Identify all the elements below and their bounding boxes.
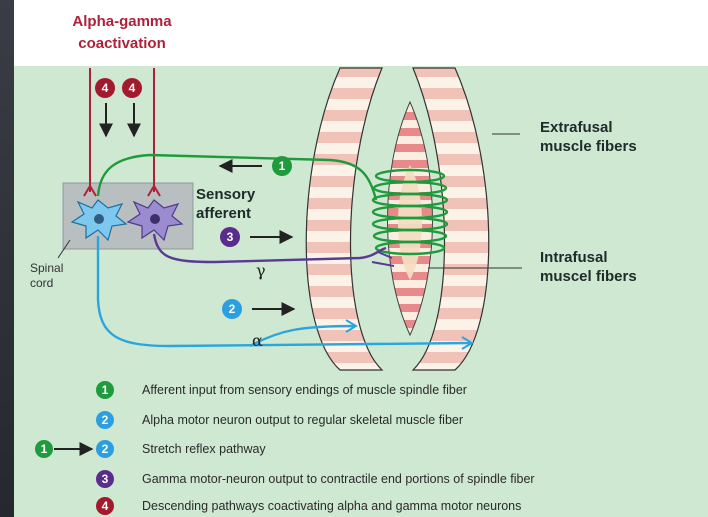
svg-text:1: 1 [102,383,109,397]
spinal-cord-label-1: Spinal [30,261,63,275]
legend-item-3: 1 2 Stretch reflex pathway [35,440,266,458]
title-line-2: coactivation [78,35,166,52]
svg-text:4: 4 [129,81,136,95]
legend-item-1: 1 Afferent input from sensory endings of… [96,381,467,399]
marker-3: 3 [220,227,240,247]
descending-arrows [106,103,134,136]
sensory-afferent-label-2: afferent [196,205,251,222]
legend-text-1: Afferent input from sensory endings of m… [142,383,467,397]
marker-4b: 4 [122,78,142,98]
svg-text:3: 3 [102,472,109,486]
legend-item-2: 2 Alpha motor neuron output to regular s… [96,411,463,429]
legend-item-4: 3 Gamma motor-neuron output to contracti… [96,470,535,488]
legend-text-5: Descending pathways coactivating alpha a… [142,499,521,513]
extrafusal-label-2: muscle fibers [540,138,637,155]
gamma-label: γ [256,261,266,280]
svg-text:3: 3 [227,230,234,244]
alpha-label: α [252,331,263,350]
svg-text:4: 4 [102,499,109,513]
svg-text:1: 1 [41,442,48,456]
marker-2: 2 [222,299,242,319]
title-line-1: Alpha-gamma [72,13,172,30]
svg-text:4: 4 [102,81,109,95]
legend: 1 Afferent input from sensory endings of… [35,381,535,515]
legend-text-4: Gamma motor-neuron output to contractile… [142,472,535,486]
svg-text:1: 1 [279,159,286,173]
legend-text-3: Stretch reflex pathway [142,442,266,456]
svg-text:2: 2 [102,442,109,456]
legend-text-2: Alpha motor neuron output to regular ske… [142,413,463,427]
marker-4a: 4 [95,78,115,98]
intrafusal-label-2: muscel fibers [540,268,637,285]
svg-text:2: 2 [102,413,109,427]
sensory-afferent-label-1: Sensory [196,186,256,203]
extrafusal-label-1: Extrafusal [540,119,613,136]
spinal-cord-label-2: cord [30,276,53,290]
marker-1: 1 [272,156,292,176]
legend-item-5: 4 Descending pathways coactivating alpha… [96,497,521,515]
svg-text:2: 2 [229,302,236,316]
intrafusal-label-1: Intrafusal [540,249,608,266]
